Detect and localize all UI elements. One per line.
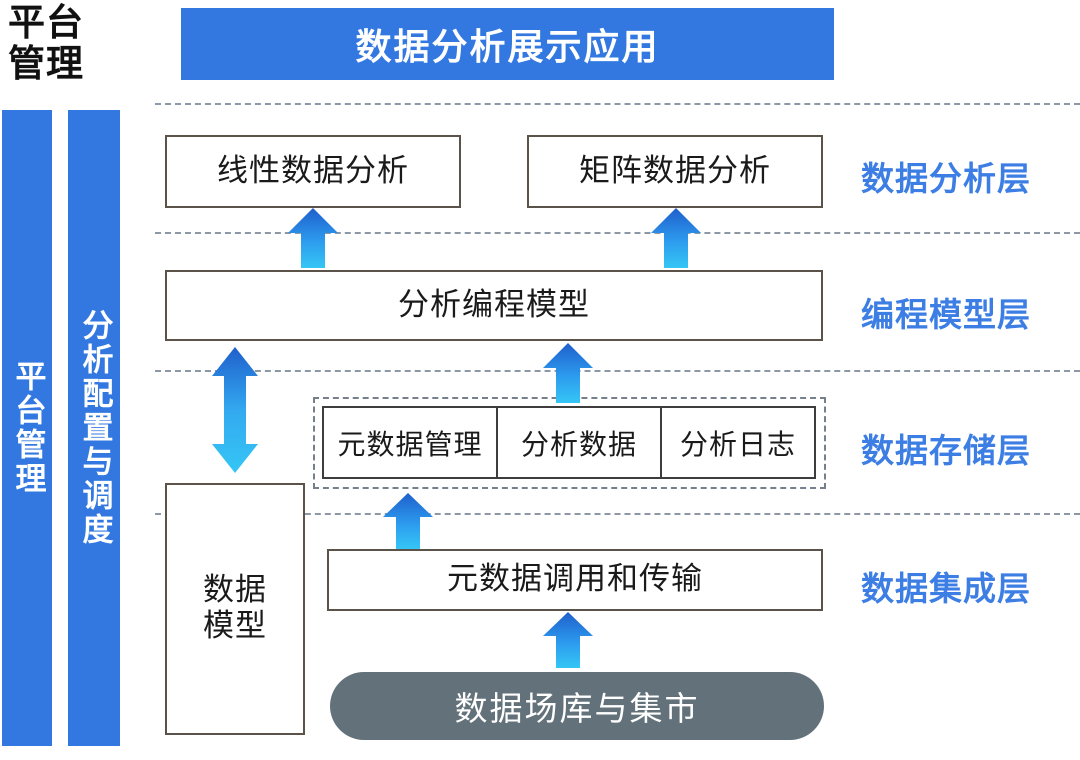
- app-banner-label: 数据分析展示应用: [355, 27, 660, 68]
- arrow-bidirectional-icon-data-model: [210, 345, 260, 475]
- storage-cell-metadata-management[interactable]: 元数据管理: [324, 408, 498, 477]
- arrow-up-icon-matrix-analysis: [650, 207, 702, 269]
- box-metadata-transfer-label: 元数据调用和传输: [447, 561, 703, 598]
- layer-separator-4: [155, 513, 1080, 515]
- sidebar-analysis-config-scheduling[interactable]: 分析配置与调度: [68, 110, 120, 746]
- box-data-model-line2: 模型: [203, 608, 267, 644]
- layer-caption-integration: 数据集成层: [861, 569, 1031, 608]
- box-metadata-transfer[interactable]: 元数据调用和传输: [327, 549, 823, 611]
- storage-cell-analysis-log-label: 分析日志: [679, 427, 796, 461]
- sidebar-platform-management-label: 平台管理: [9, 360, 46, 496]
- layer-caption-storage: 数据存储层: [861, 431, 1031, 470]
- layer-caption-analysis: 数据分析层: [861, 159, 1031, 198]
- box-data-model-label: 数据 模型: [203, 573, 267, 644]
- page-title: 平台管理: [8, 1, 84, 86]
- layer-separator-3: [155, 370, 1080, 372]
- box-data-lake-label: 数据场库与集市: [454, 689, 700, 728]
- storage-cell-metadata-management-label: 元数据管理: [337, 427, 483, 461]
- box-linear-data-analysis-label: 线性数据分析: [217, 152, 409, 189]
- layer-caption-programming: 编程模型层: [861, 295, 1031, 334]
- box-programming-model[interactable]: 分析编程模型: [165, 270, 823, 341]
- box-data-model-line1: 数据: [203, 572, 267, 609]
- layer-separator-2: [155, 232, 1080, 234]
- storage-cells-row: 元数据管理 分析数据 分析日志: [322, 406, 816, 479]
- arrow-up-icon-lake-to-transfer: [542, 611, 594, 669]
- box-data-lake[interactable]: 数据场库与集市: [330, 672, 824, 740]
- storage-cell-analysis-data[interactable]: 分析数据: [498, 408, 662, 477]
- box-matrix-data-analysis-label: 矩阵数据分析: [579, 152, 771, 189]
- arrow-up-icon-integration-to-storage: [382, 492, 434, 550]
- arrow-up-icon-linear-analysis: [287, 207, 339, 269]
- box-programming-model-label: 分析编程模型: [398, 286, 590, 323]
- storage-cell-analysis-log[interactable]: 分析日志: [662, 408, 814, 477]
- storage-cell-analysis-data-label: 分析数据: [520, 427, 637, 461]
- sidebar-analysis-config-scheduling-label: 分析配置与调度: [76, 309, 113, 547]
- box-matrix-data-analysis[interactable]: 矩阵数据分析: [527, 135, 823, 208]
- arrow-up-icon-storage-to-programming: [542, 342, 594, 404]
- box-linear-data-analysis[interactable]: 线性数据分析: [165, 135, 461, 208]
- app-banner[interactable]: 数据分析展示应用: [181, 8, 834, 80]
- box-data-model[interactable]: 数据 模型: [165, 483, 305, 735]
- layer-separator-1: [155, 103, 1080, 105]
- sidebar-platform-management[interactable]: 平台管理: [2, 110, 52, 746]
